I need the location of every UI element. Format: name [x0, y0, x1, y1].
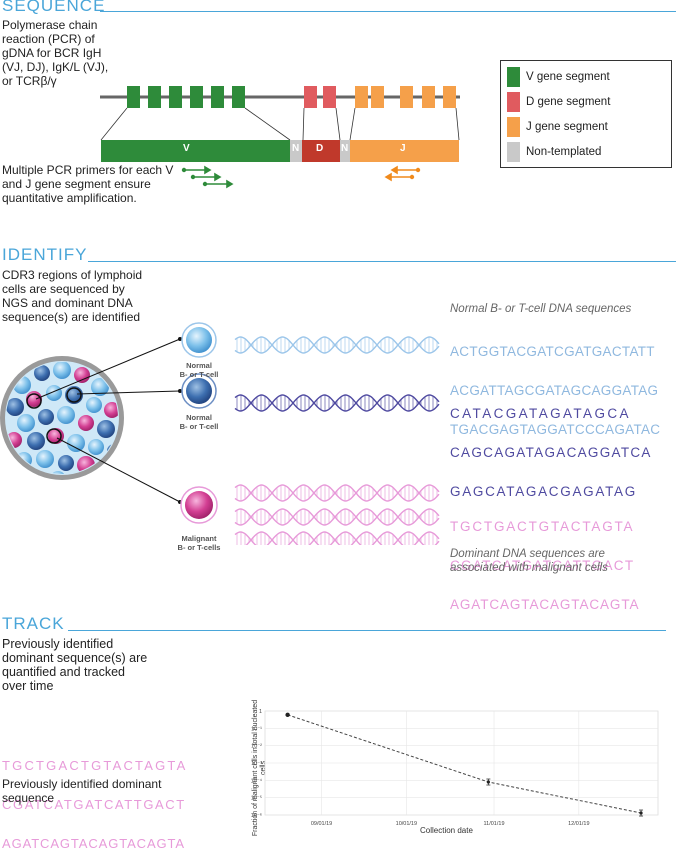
legend-swatch-d — [507, 92, 520, 112]
track-description: Previously identified dominant sequence(… — [2, 637, 148, 693]
legend: V gene segment D gene segment J gene seg… — [500, 60, 672, 168]
section-heading-identify: IDENTIFY — [2, 245, 88, 264]
legend-label: D gene segment — [526, 96, 611, 108]
sequence-line: CATACGATAGATAGCA — [450, 406, 631, 421]
sequence-line: AGATCAGTACAGTACAGTA — [2, 836, 185, 851]
sequence-line: CGATCATGATCATTGACT — [450, 558, 635, 573]
chart-series — [285, 712, 644, 817]
primer-note: Multiple PCR primers for each V and J ge… — [2, 163, 174, 205]
normal-sequences-caption: Normal B- or T-cell DNA sequences — [450, 303, 632, 315]
sequence-line: ACGATTAGCGATAGCAGGATAG — [450, 383, 659, 398]
chart-x-ticks: 09/01/19 10/01/19 11/01/19 12/01/19 — [311, 821, 590, 827]
x-tick-label: 09/01/19 — [311, 821, 332, 827]
legend-item-d: D gene segment — [507, 92, 610, 112]
sequence-description: Polymerase chain reaction (PCR) of gDNA … — [2, 18, 109, 88]
cell-label-line: B- or T-cells — [177, 543, 221, 552]
legend-label: V gene segment — [526, 71, 610, 83]
cell-label-line: Malignant — [181, 534, 217, 543]
y-tick-label: 10⁻⁶ — [251, 812, 262, 819]
y-tick-label: 10⁻² — [251, 744, 262, 750]
sequence-line: TGCTGACTGTACTAGTA — [450, 519, 635, 534]
malignant-dna-helix-1 — [234, 484, 440, 502]
section-divider — [68, 630, 666, 631]
cell-label-line: Normal — [186, 413, 212, 422]
identify-description: CDR3 regions of lymphoid cells are seque… — [2, 268, 143, 324]
legend-swatch-v — [507, 67, 520, 87]
y-tick-label: 10⁻¹ — [251, 726, 262, 732]
legend-item-n: Non-templated — [507, 142, 601, 162]
cell-population-diagram — [0, 322, 218, 524]
data-point — [639, 811, 643, 815]
gene-segment-diagram — [100, 86, 460, 189]
cell-label-normal-1: Normal B- or T-cell — [168, 361, 230, 379]
legend-item-j: J gene segment — [507, 117, 608, 137]
section-heading-track: TRACK — [2, 614, 65, 633]
legend-swatch-n — [507, 142, 520, 162]
segment-label-d: D — [316, 143, 324, 154]
y-tick-label: 10⁻⁵ — [251, 795, 262, 802]
tracking-chart: 1 10⁻¹ 10⁻² 10⁻³ 10⁻⁴ 10⁻⁵ 10⁻⁶ 09/01/19 10/01/… — [251, 709, 659, 827]
sequence-line: ACTGGTACGATCGATGACTATT — [450, 344, 655, 359]
normal-dna-helix-2 — [234, 394, 440, 412]
x-tick-label: 10/01/19 — [396, 821, 417, 827]
data-point — [486, 780, 490, 784]
sequence-line: TGCTGACTGTACTAGTA — [2, 758, 188, 773]
section-divider — [88, 261, 676, 262]
normal-sequence-block-2: CATACGATAGATAGCA CAGCAGATAGACAGGATCA GAG… — [450, 381, 652, 511]
malignant-sequence-block: TGCTGACTGTACTAGTA CGATCATGATCATTGACT AGA… — [450, 494, 639, 624]
data-point — [285, 712, 290, 718]
segment-label-v: V — [183, 143, 190, 154]
x-tick-label: 12/01/19 — [568, 821, 589, 827]
y-tick-label: 1 — [259, 709, 262, 715]
normal-sequence-block-1: ACTGGTACGATCGATGACTATT ACGATTAGCGATAGCAG… — [450, 319, 660, 449]
normal-dna-helix-1 — [234, 336, 440, 354]
malignant-dna-helix-3 — [234, 531, 440, 545]
sequence-line: CGATCATGATCATTGACT — [2, 797, 186, 812]
segment-label-j: J — [400, 143, 406, 154]
sequence-line: TGACGAGTAGGATCCCAGATAC — [450, 422, 661, 437]
legend-label: J gene segment — [526, 121, 608, 133]
chart-y-ticks: 1 10⁻¹ 10⁻² 10⁻³ 10⁻⁴ 10⁻⁵ 10⁻⁶ — [251, 709, 263, 819]
cell-label-line: B- or T-cell — [179, 370, 219, 379]
cell-label-line: Normal — [186, 361, 212, 370]
sequence-line: CAGCAGATAGACAGGATCA — [450, 445, 652, 460]
legend-item-v: V gene segment — [507, 67, 610, 87]
chart-grid — [265, 710, 658, 816]
sequence-line: GAGCATAGACGAGATAG — [450, 484, 637, 499]
malignant-dna-helix-2 — [234, 508, 440, 526]
legend-swatch-j — [507, 117, 520, 137]
dna-helix-group — [234, 336, 440, 545]
y-tick-label: 10⁻³ — [251, 761, 262, 767]
segment-label-n1: N — [292, 143, 300, 154]
cell-label-malignant: Malignant B- or T-cells — [166, 534, 232, 552]
section-divider — [100, 11, 676, 12]
sequence-line: AGATCAGTACAGTACAGTA — [450, 597, 640, 612]
y-tick-label: 10⁻⁴ — [251, 777, 263, 784]
x-tick-label: 11/01/19 — [484, 821, 505, 827]
tracked-sequence-caption: Previously identified dominant sequence — [2, 777, 162, 805]
chart-xlabel: Collection date — [420, 826, 473, 835]
cell-label-line: B- or T-cell — [179, 422, 219, 431]
cell-label-normal-2: Normal B- or T-cell — [168, 413, 230, 431]
segment-label-n2: N — [341, 143, 349, 154]
section-heading-sequence: SEQUENCE — [2, 0, 106, 15]
dominant-sequences-caption: Dominant DNA sequences are associated wi… — [450, 548, 608, 574]
legend-label: Non-templated — [526, 146, 602, 158]
